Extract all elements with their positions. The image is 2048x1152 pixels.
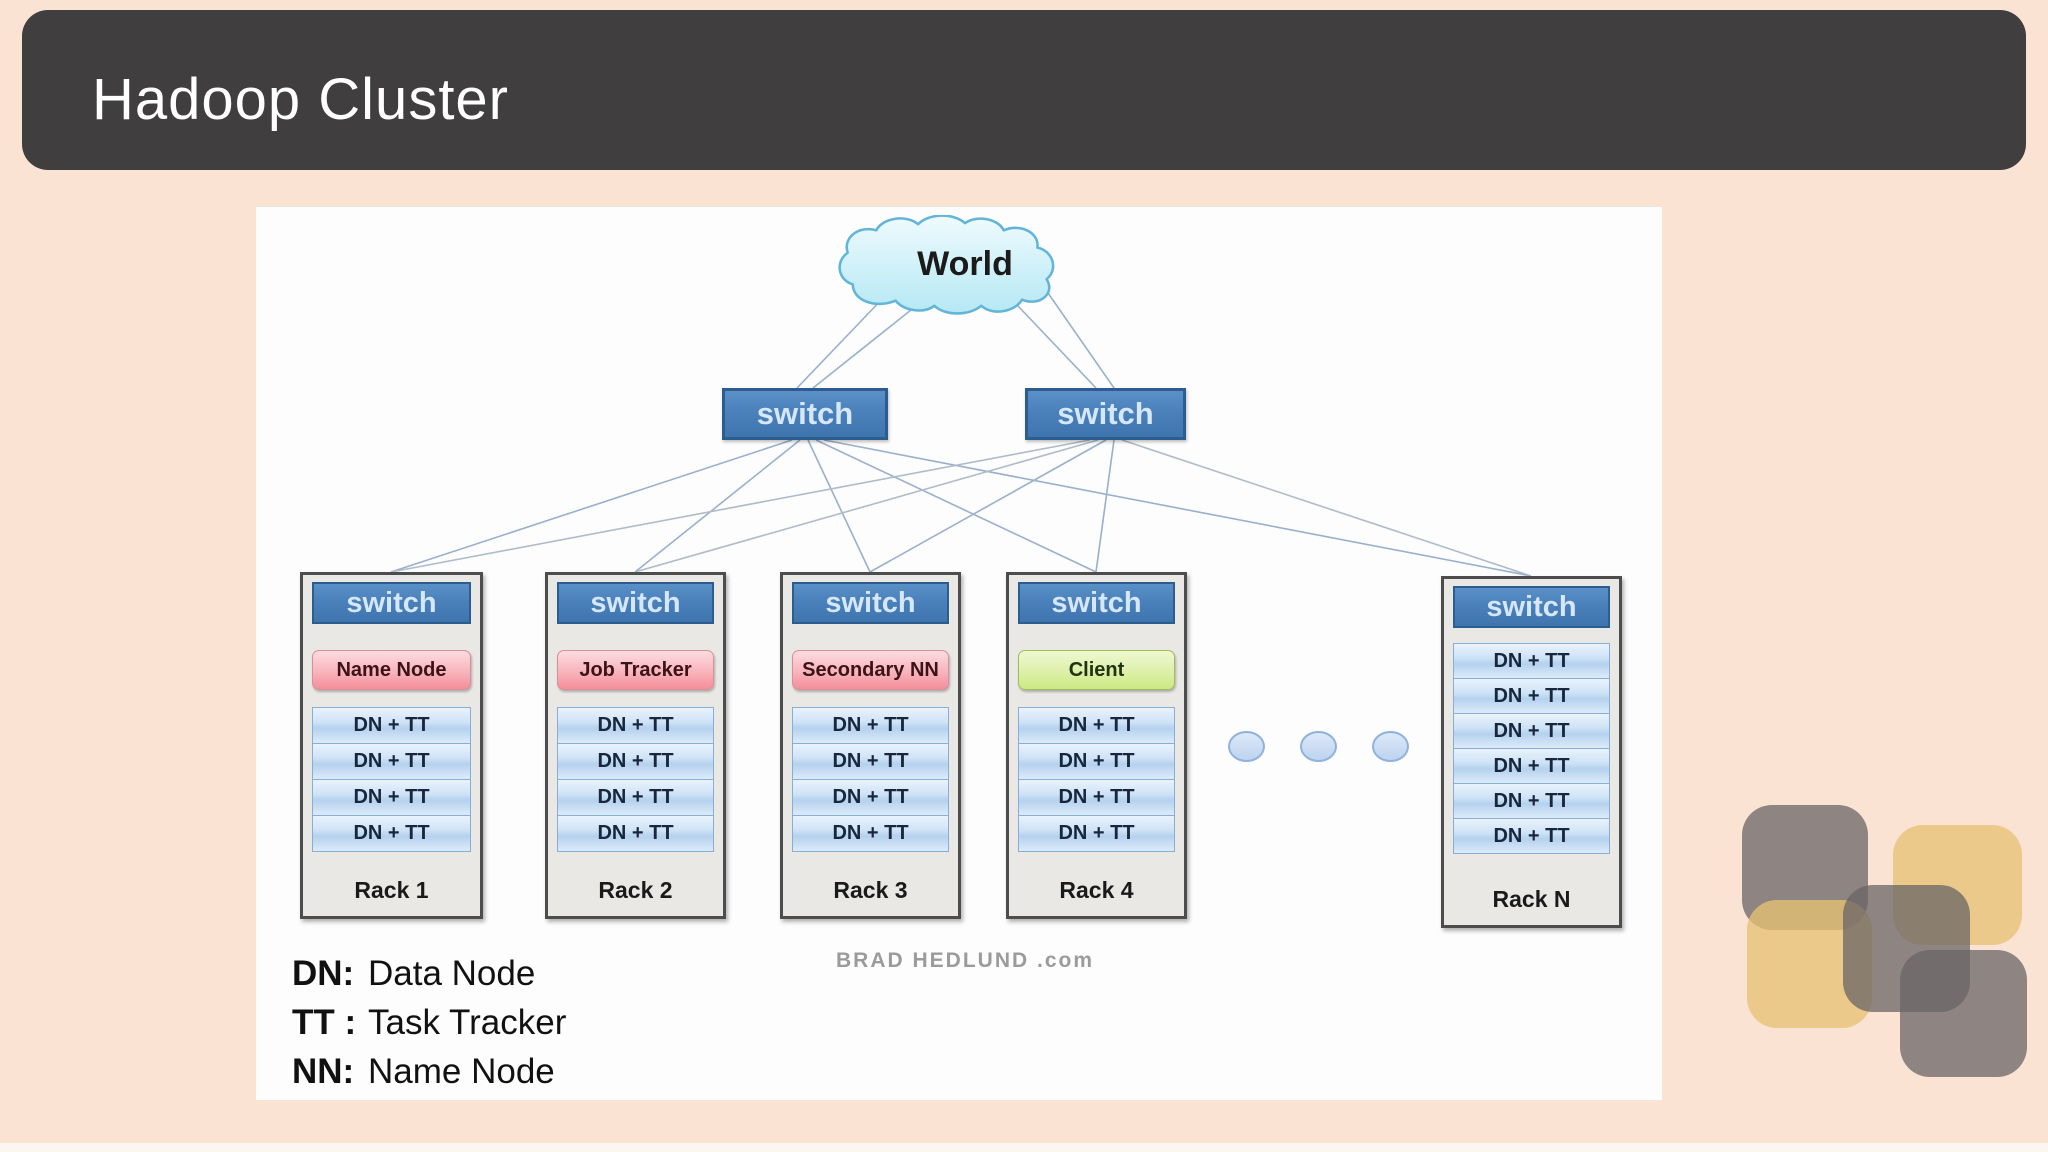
cloud-icon <box>838 214 1055 315</box>
world-label: World <box>917 245 1013 283</box>
dn-tt-node: DN + TT <box>1018 707 1175 744</box>
dn-tt-node: DN + TT <box>557 779 714 816</box>
dn-tt-node: DN + TT <box>312 707 471 744</box>
page-title: Hadoop Cluster <box>92 66 509 132</box>
rack-switch: switch <box>1453 586 1610 628</box>
ellipsis-dot <box>1228 731 1265 762</box>
dn-tt-node: DN + TT <box>312 779 471 816</box>
dn-tt-node: DN + TT <box>792 779 949 816</box>
name-node: Name Node <box>312 650 471 690</box>
rack-label: Rack 3 <box>833 877 908 903</box>
legend-value: Name Node <box>368 1052 555 1091</box>
job-tracker-node: Job Tracker <box>557 650 714 690</box>
dn-tt-node: DN + TT <box>1453 748 1610 784</box>
secondary-nn-node: Secondary NN <box>792 650 949 690</box>
watermark: BRAD HEDLUND .com <box>835 949 1095 972</box>
legend-key: DN: <box>292 954 355 993</box>
dn-tt-node: DN + TT <box>557 815 714 852</box>
rack-label: Rack 1 <box>354 877 429 903</box>
legend: DN: Data Node TT : Task Tracker NN: Name No… <box>292 949 566 1096</box>
dn-tt-node: DN + TT <box>1018 779 1175 816</box>
dn-tt-node: DN + TT <box>1453 643 1610 679</box>
rack-label: Rack N <box>1492 886 1571 912</box>
core-switch-2: switch <box>1025 388 1186 440</box>
brand-logo <box>1730 795 2040 1095</box>
legend-value: Task Tracker <box>368 1003 567 1042</box>
dn-tt-node: DN + TT <box>1453 678 1610 714</box>
rack-switch: switch <box>557 582 714 624</box>
ellipsis-dot <box>1300 731 1337 762</box>
client-node: Client <box>1018 650 1175 690</box>
diagram-panel: World switch switch switch Name Node DN … <box>256 206 1662 1100</box>
ellipsis-dots <box>1228 731 1409 762</box>
ellipsis-dot <box>1372 731 1409 762</box>
legend-value: Data Node <box>368 954 536 993</box>
legend-key: TT : <box>292 1003 357 1042</box>
dn-tt-node: DN + TT <box>792 743 949 780</box>
rack-switch: switch <box>312 582 471 624</box>
dn-tt-node: DN + TT <box>312 743 471 780</box>
logo-square-gray <box>1900 950 2027 1077</box>
legend-row-tt: TT : Task Tracker <box>292 998 566 1047</box>
legend-key: NN: <box>292 1052 355 1091</box>
dn-tt-node: DN + TT <box>557 743 714 780</box>
connection-lines <box>390 292 1532 577</box>
slide-bottom-edge <box>0 1143 2048 1152</box>
core-switch-1: switch <box>722 388 888 440</box>
rack-switch: switch <box>792 582 949 624</box>
dn-tt-node: DN + TT <box>1018 815 1175 852</box>
dn-tt-node: DN + TT <box>1453 713 1610 749</box>
dn-tt-node: DN + TT <box>792 815 949 852</box>
dn-tt-node: DN + TT <box>312 815 471 852</box>
world-cloud: World <box>831 214 1099 317</box>
dn-tt-node: DN + TT <box>792 707 949 744</box>
slide-title-bar: Hadoop Cluster <box>22 10 2026 170</box>
rack-label: Rack 4 <box>1059 877 1134 903</box>
dn-tt-node: DN + TT <box>1453 818 1610 854</box>
legend-row-nn: NN: Name Node <box>292 1047 566 1096</box>
legend-row-dn: DN: Data Node <box>292 949 566 998</box>
dn-tt-node: DN + TT <box>1453 783 1610 819</box>
dn-tt-node: DN + TT <box>557 707 714 744</box>
rack-switch: switch <box>1018 582 1175 624</box>
rack-label: Rack 2 <box>598 877 673 903</box>
dn-tt-node: DN + TT <box>1018 743 1175 780</box>
